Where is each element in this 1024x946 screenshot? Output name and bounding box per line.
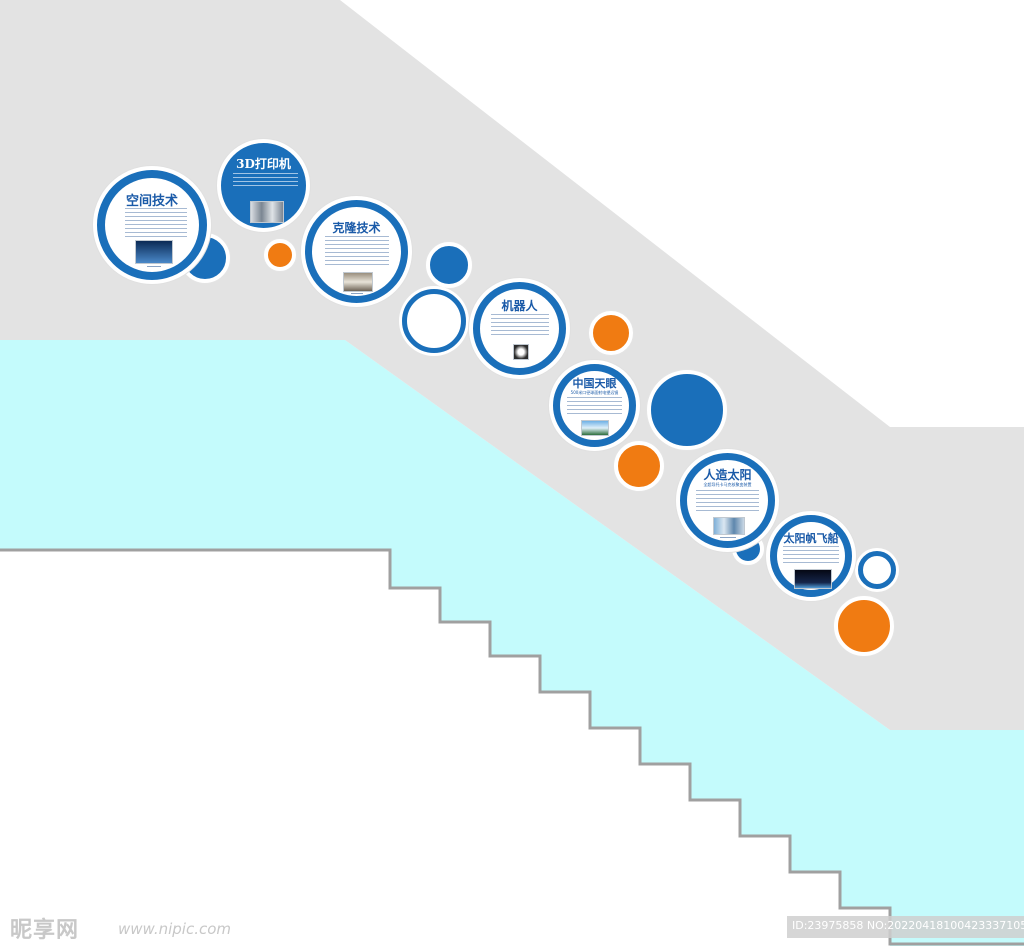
decor-circle-blue <box>426 242 472 288</box>
image-id-text: ID:23975858 NO:20220418100423337105 <box>792 919 1024 932</box>
panel-body-text <box>491 314 549 338</box>
panel-subtitle: 500米口径球面射电望远镜 <box>570 390 619 395</box>
panel-body-text <box>125 208 187 240</box>
decor-circle-blue <box>647 370 727 450</box>
panel-title: 空间技术 <box>125 194 178 209</box>
panel-title: 人造太阳 <box>703 468 752 482</box>
decor-circle-orange <box>264 239 296 271</box>
photo-caption <box>147 266 161 267</box>
panel-body-text <box>233 173 298 189</box>
watermark-url: www.nipic.com <box>118 920 232 938</box>
photo-caption <box>720 537 736 538</box>
panel-space-technology: 空间技术 <box>93 166 211 284</box>
panel-body-text <box>696 490 759 514</box>
watermark-logo: 昵享网 <box>10 918 80 943</box>
panel-artificial-sun: 人造太阳 全超导托卡马克核聚变装置 <box>676 449 779 552</box>
panel-subtitle: 全超导托卡马克核聚变装置 <box>703 482 752 487</box>
panel-fast-telescope: 中国天眼 500米口径球面射电望远镜 <box>549 360 640 451</box>
photo-caption <box>351 293 363 294</box>
printer-photo <box>250 201 284 223</box>
sail-ship-photo <box>794 569 832 589</box>
panel-solar-sail-spacecraft: 太阳帆飞船 <box>766 511 856 601</box>
panel-cloning-technology: 克隆技术 <box>301 196 412 307</box>
stair-outline <box>0 548 1024 946</box>
reactor-photo <box>713 517 745 535</box>
decor-circle-orange <box>589 311 633 355</box>
white-under-stairs <box>0 550 890 946</box>
panel-body-text <box>567 397 622 417</box>
panel-title: 克隆技术 <box>332 221 381 235</box>
panel-title: 3D打印机 <box>236 157 291 171</box>
telescope-photo <box>581 420 609 436</box>
sheep-photo <box>343 272 373 292</box>
panel-body-text <box>783 546 839 566</box>
panel-title: 中国天眼 <box>572 377 617 390</box>
id-bar <box>787 916 1024 938</box>
panel-body-text <box>325 236 389 268</box>
robot-photo <box>513 344 529 360</box>
panel-3d-printer: 3D打印机 <box>217 139 310 232</box>
satellite-photo <box>135 240 173 264</box>
panel-title: 机器人 <box>501 299 538 313</box>
panel-title: 太阳帆飞船 <box>783 532 839 545</box>
decor-circle-orange <box>614 441 664 491</box>
decor-ring-blue <box>402 289 466 353</box>
panel-robot: 机器人 <box>469 278 570 379</box>
decor-circle-orange <box>834 596 894 656</box>
decor-ring-blue <box>858 551 896 589</box>
